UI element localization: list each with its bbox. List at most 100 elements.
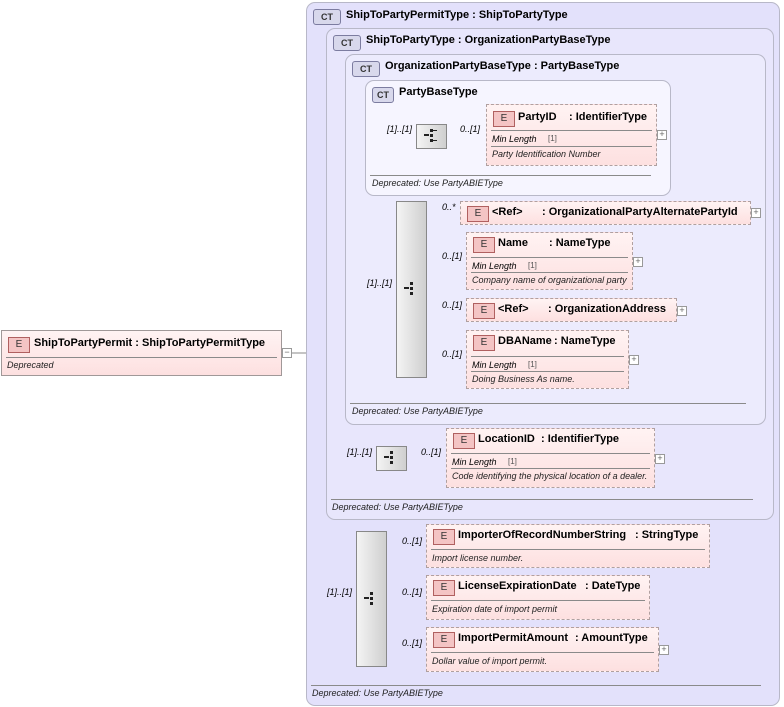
element-type: : IdentifierType: [541, 433, 620, 445]
divider: [370, 175, 651, 176]
element-documentation: Party Identification Number: [492, 149, 601, 159]
divider: [471, 257, 628, 258]
facet-name: Min Length: [472, 261, 517, 271]
element-badge: E: [433, 632, 455, 648]
expand-toggle-icon[interactable]: +: [655, 454, 665, 464]
complex-type-badge: CT: [333, 35, 361, 51]
divider: [431, 652, 654, 653]
element-badge: E: [433, 529, 455, 545]
element-badge: E: [473, 335, 495, 351]
divider: [451, 468, 650, 469]
expand-toggle-icon[interactable]: +: [751, 208, 761, 218]
divider: [471, 272, 628, 273]
divider: [491, 130, 652, 131]
element-documentation: Company name of organizational party: [472, 275, 627, 285]
element-name: LicenseExpirationDate: [458, 580, 577, 592]
sequence-icon: [404, 282, 413, 295]
element-name: LocationID: [478, 433, 535, 445]
facet-value: [1]: [508, 457, 517, 466]
element-name: ImporterOfRecordNumberString: [458, 529, 627, 541]
cardinality-label: 0..[1]: [402, 587, 423, 597]
element-licenseexpirationdate[interactable]: E LicenseExpirationDate : DateType Expir…: [426, 575, 650, 620]
expand-toggle-icon[interactable]: +: [629, 355, 639, 365]
element-partyid[interactable]: E PartyID : IdentifierType Min Length [1…: [486, 104, 657, 166]
sequence-icon: [384, 451, 393, 464]
element-name: <Ref>: [498, 303, 529, 315]
root-element-box[interactable]: E ShipToPartyPermit : ShipToPartyPermitT…: [1, 330, 282, 376]
element-importerofrecordnumberstring[interactable]: E ImporterOfRecordNumberString : StringT…: [426, 524, 710, 568]
cardinality-label: 0..[1]: [442, 349, 463, 359]
complex-type-badge: CT: [352, 61, 380, 77]
deprecated-note: Deprecated: Use PartyABIEType: [372, 178, 503, 188]
element-type: : AmountType: [575, 632, 648, 644]
element-name: ImportPermitAmount: [458, 632, 568, 644]
divider: [350, 403, 746, 404]
cardinality-label: 0..[1]: [402, 536, 423, 546]
sequence-icon: [364, 592, 373, 605]
element-documentation: Dollar value of import permit.: [432, 656, 548, 666]
cardinality-label: 0..[1]: [442, 300, 463, 310]
element-documentation: Expiration date of import permit: [432, 604, 558, 614]
divider: [431, 549, 705, 550]
complex-type-badge: CT: [372, 87, 394, 103]
sequence-icon: [424, 129, 437, 142]
cardinality-label: [1]..[1]: [367, 278, 393, 288]
cardinality-label: 0..[1]: [421, 447, 442, 457]
cardinality-label: 0..[1]: [402, 638, 423, 648]
element-badge: E: [453, 433, 475, 449]
element-locationid[interactable]: E LocationID : IdentifierType Min Length…: [446, 428, 655, 488]
sequence-compositor[interactable]: [396, 201, 427, 378]
element-type: : DateType: [585, 580, 641, 592]
sequence-compositor[interactable]: [376, 446, 407, 471]
divider: [471, 371, 624, 372]
element-name: <Ref>: [492, 206, 523, 218]
element-type: : StringType: [635, 529, 699, 541]
element-badge: E: [8, 337, 30, 353]
cardinality-label: [1]..[1]: [387, 124, 413, 134]
element-type: : NameType: [554, 335, 616, 347]
cardinality-label: [1]..[1]: [327, 587, 353, 597]
element-badge: E: [433, 580, 455, 596]
complex-type-badge: CT: [313, 9, 341, 25]
element-badge: E: [473, 237, 495, 253]
cardinality-label: 0..*: [442, 202, 456, 212]
cardinality-label: 0..[1]: [442, 251, 463, 261]
element-ref-alternate-party[interactable]: E <Ref> : OrganizationalPartyAlternatePa…: [460, 201, 751, 225]
element-name: Name: [498, 237, 528, 249]
expand-toggle-icon[interactable]: +: [657, 130, 667, 140]
element-badge: E: [473, 303, 495, 319]
element-name[interactable]: E Name : NameType Min Length [1] Company…: [466, 232, 633, 290]
element-type: : OrganizationalPartyAlternatePartyId: [542, 206, 738, 218]
element-documentation: Code identifying the physical location o…: [452, 471, 648, 481]
divider: [471, 356, 624, 357]
root-element-note: Deprecated: [7, 360, 54, 370]
sequence-compositor[interactable]: [356, 531, 387, 667]
expand-toggle-icon[interactable]: +: [659, 645, 669, 655]
deprecated-note: Deprecated: Use PartyABIEType: [352, 406, 483, 416]
divider: [451, 453, 650, 454]
cardinality-label: 0..[1]: [460, 124, 481, 134]
divider: [491, 146, 652, 147]
deprecated-note: Deprecated: Use PartyABIEType: [312, 688, 443, 698]
element-badge: E: [467, 206, 489, 222]
divider: [311, 685, 761, 686]
facet-name: Min Length: [492, 134, 537, 144]
facet-value: [1]: [548, 134, 557, 143]
expand-toggle-icon[interactable]: +: [633, 257, 643, 267]
expand-toggle-icon[interactable]: +: [677, 306, 687, 316]
facet-value: [1]: [528, 360, 537, 369]
facet-name: Min Length: [472, 360, 517, 370]
expand-toggle-icon[interactable]: −: [282, 348, 292, 358]
element-ref-organization-address[interactable]: E <Ref> : OrganizationAddress: [466, 298, 677, 322]
element-dbaname[interactable]: E DBAName : NameType Min Length [1] Doin…: [466, 330, 629, 389]
complex-type-title: ShipToPartyPermitType : ShipToPartyType: [346, 9, 568, 21]
element-documentation: Doing Business As name.: [472, 374, 575, 384]
element-type: : OrganizationAddress: [548, 303, 666, 315]
cardinality-label: [1]..[1]: [347, 447, 373, 457]
complex-type-title: PartyBaseType: [399, 86, 478, 98]
divider: [431, 600, 645, 601]
sequence-compositor[interactable]: [416, 124, 447, 149]
root-element-title: ShipToPartyPermit : ShipToPartyPermitTyp…: [34, 337, 266, 349]
facet-name: Min Length: [452, 457, 497, 467]
element-importpermitamount[interactable]: E ImportPermitAmount : AmountType Dollar…: [426, 627, 659, 672]
